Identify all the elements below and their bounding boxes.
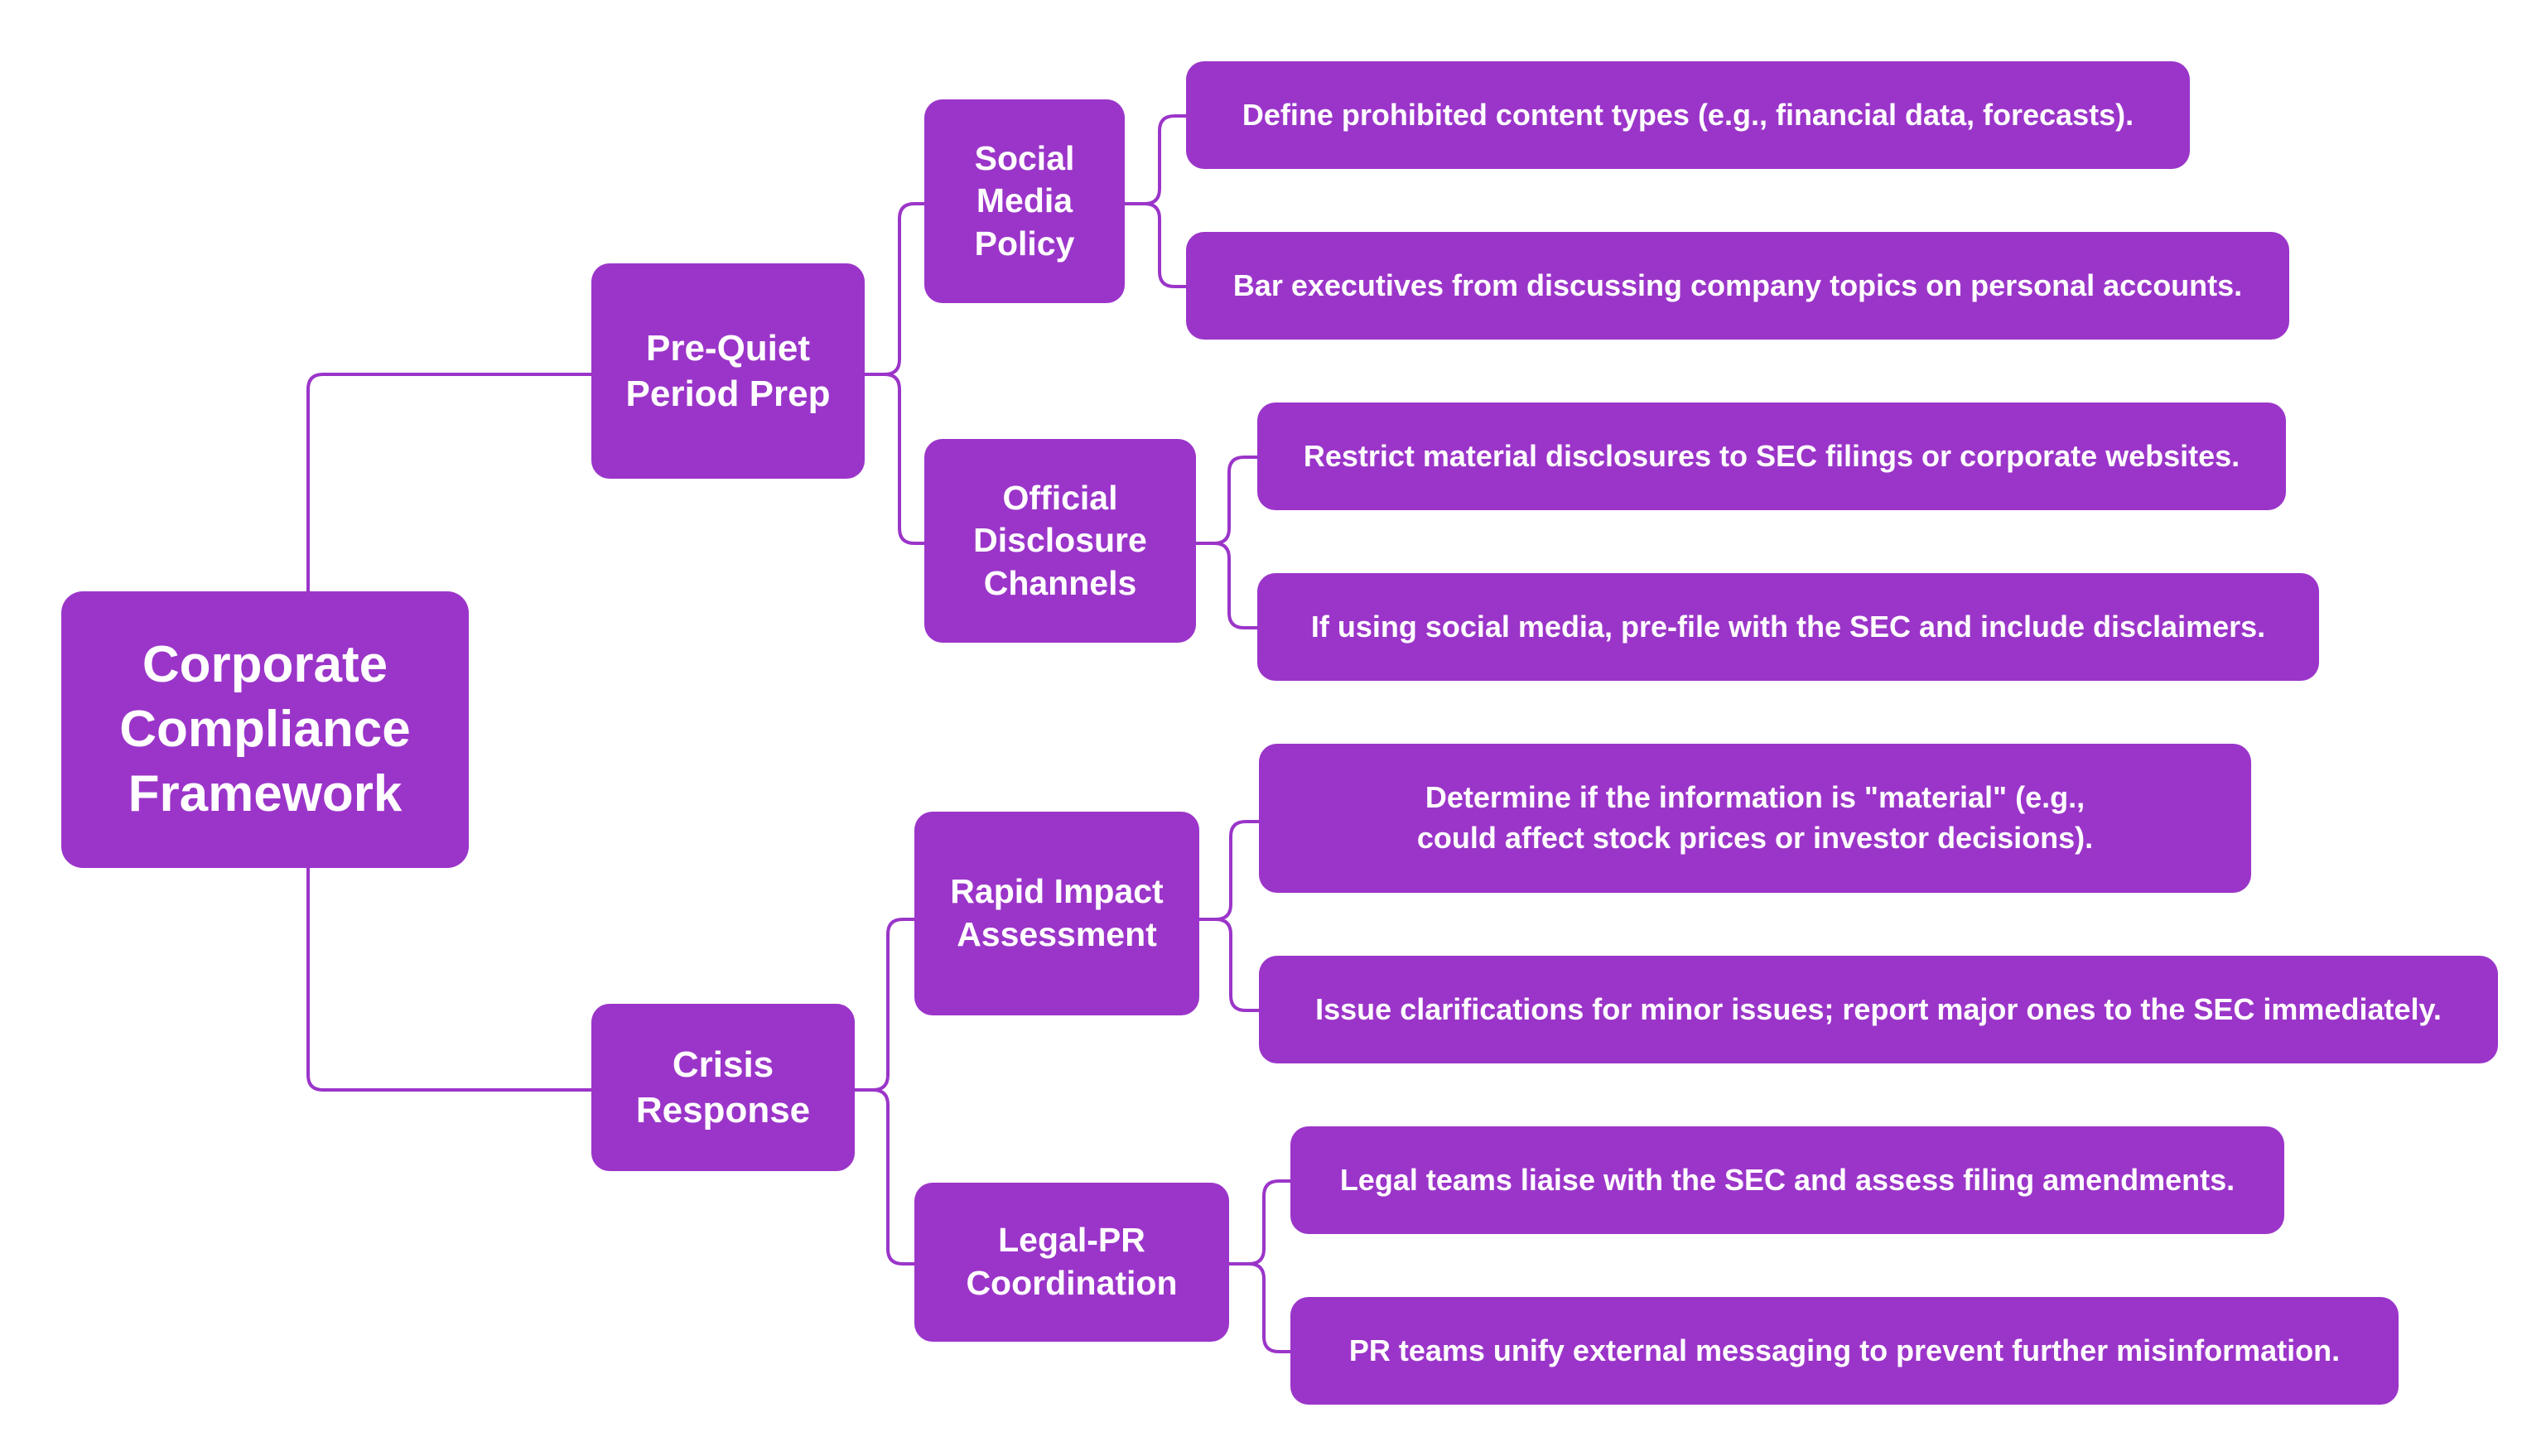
leaf-text: Legal teams liaise with the SEC and asse…: [1339, 1162, 2235, 1197]
leaf-text: Restrict material disclosures to SEC fil…: [1303, 438, 2240, 473]
leaf-item: PR teams unify external messaging to pre…: [1290, 1297, 2399, 1405]
leaf-text: If using social media, pre-file with the…: [1310, 609, 2266, 644]
connector-social-to-leaf-2: [1125, 202, 1186, 288]
connector-official-to-leaf-1: [1196, 456, 1257, 545]
root-label: Corporate Compliance Framework: [119, 635, 411, 823]
connector-prep-to-social: [865, 202, 924, 376]
branch-crisis-response: Crisis Response: [591, 1004, 855, 1171]
connector-legal-to-leaf-2: [1229, 1262, 1290, 1353]
connector-rapid-to-leaf-2: [1199, 918, 1259, 1012]
connector-root-to-pre-quiet: [306, 373, 591, 591]
branch-label: Crisis Response: [635, 1044, 811, 1131]
node-official-disclosure-channels: Official Disclosure Channels: [924, 439, 1196, 643]
node-legal-pr-coordination: Legal-PR Coordination: [914, 1183, 1229, 1342]
leaf-item: Restrict material disclosures to SEC fil…: [1257, 403, 2286, 510]
node-social-media-policy: Social Media Policy: [924, 99, 1125, 303]
leaf-item: Issue clarifications for minor issues; r…: [1259, 956, 2498, 1063]
connector-crisis-to-legal: [855, 1088, 914, 1266]
node-rapid-impact-assessment: Rapid Impact Assessment: [914, 812, 1199, 1015]
leaf-text: PR teams unify external messaging to pre…: [1348, 1333, 2341, 1367]
leaf-item: If using social media, pre-file with the…: [1257, 573, 2319, 681]
connector-crisis-to-rapid: [855, 918, 914, 1092]
branch-pre-quiet-period-prep: Pre-Quiet Period Prep: [591, 263, 865, 479]
leaf-item: Define prohibited content types (e.g., f…: [1186, 61, 2190, 169]
leaf-text: Issue clarifications for minor issues; r…: [1315, 991, 2442, 1026]
leaf-text: Bar executives from discussing company t…: [1232, 268, 2243, 302]
connector-prep-to-official: [865, 373, 924, 545]
leaf-text: Define prohibited content types (e.g., f…: [1242, 97, 2134, 132]
node-label: Legal-PR Coordination: [966, 1221, 1178, 1302]
leaf-item: Legal teams liaise with the SEC and asse…: [1290, 1126, 2284, 1234]
node-label: Social Media Policy: [974, 138, 1075, 263]
connector-legal-to-leaf-1: [1229, 1179, 1290, 1266]
node-label: Rapid Impact Assessment: [950, 872, 1164, 953]
node-label: Official Disclosure Channels: [973, 478, 1147, 602]
branch-label: Pre-Quiet Period Prep: [625, 327, 831, 414]
connector-rapid-to-leaf-1: [1199, 820, 1259, 921]
leaf-item: Determine if the information is "materia…: [1259, 744, 2251, 893]
connector-root-to-crisis: [306, 868, 591, 1092]
connector-official-to-leaf-2: [1196, 542, 1257, 629]
leaf-text: Determine if the information is "materia…: [1416, 780, 2094, 855]
root-node: Corporate Compliance Framework: [61, 591, 469, 868]
connector-social-to-leaf-1: [1125, 114, 1186, 205]
leaf-item: Bar executives from discussing company t…: [1186, 232, 2289, 340]
